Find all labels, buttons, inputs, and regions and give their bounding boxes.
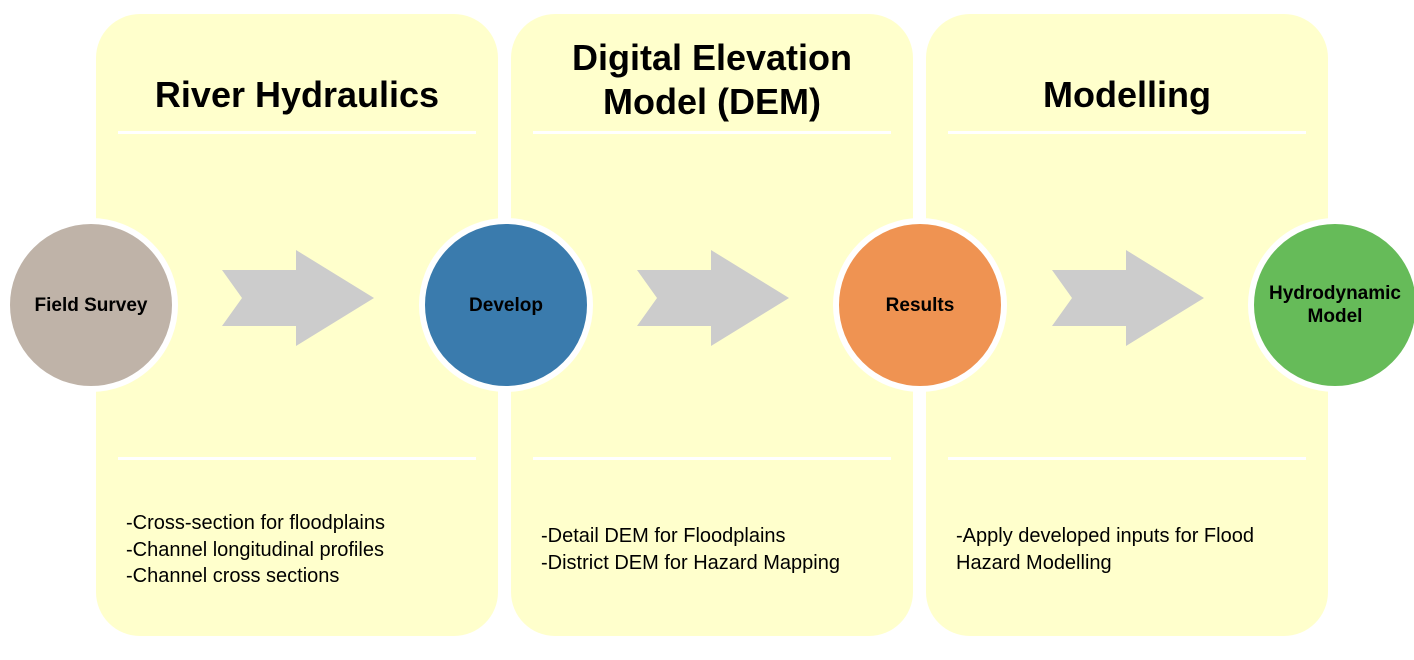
- panel-body: -Cross-section for floodplains -Channel …: [126, 510, 484, 590]
- arrow-shape: [1052, 250, 1204, 346]
- divider-top: [118, 131, 476, 134]
- node-hydrodynamic-model: Hydrodynamic Model: [1248, 218, 1414, 392]
- node-field-survey: Field Survey: [4, 218, 178, 392]
- panel-body: -Apply developed inputs for Flood Hazard…: [956, 523, 1314, 576]
- body-line: -Detail DEM for Floodplains: [541, 525, 786, 547]
- node-develop: Develop: [419, 218, 593, 392]
- arrow-shape: [637, 250, 789, 346]
- panel-body: -Detail DEM for Floodplains -District DE…: [541, 523, 899, 576]
- node-label: Results: [885, 294, 955, 316]
- node-label: Develop: [469, 294, 543, 316]
- body-line: Hazard Modelling: [956, 551, 1112, 574]
- body-line: -Channel longitudinal profiles: [126, 538, 384, 561]
- body-line: -District DEM for Hazard Mapping: [541, 551, 840, 574]
- arrow-right-icon: [637, 250, 789, 346]
- panel-title: Digital Elevation Model (DEM): [571, 37, 853, 122]
- arrow-right-icon: [1052, 250, 1204, 346]
- panel-title: River Hydraulics: [154, 74, 440, 115]
- arrow-right-icon: [222, 250, 374, 346]
- node-label: Hydrodynamic Model: [1269, 283, 1401, 327]
- arrow-shape: [222, 250, 374, 346]
- divider-bottom: [533, 457, 891, 460]
- body-line: -Apply developed inputs for Flood: [956, 525, 1254, 547]
- divider-bottom: [948, 457, 1306, 460]
- node-results: Results: [833, 218, 1007, 392]
- panel-title: Modelling: [1043, 74, 1211, 115]
- divider-top: [948, 131, 1306, 134]
- divider-top: [533, 131, 891, 134]
- body-line: -Channel cross sections: [126, 565, 340, 587]
- divider-bottom: [118, 457, 476, 460]
- body-line: -Cross-section for floodplains: [126, 512, 385, 534]
- node-label: Field Survey: [34, 294, 148, 316]
